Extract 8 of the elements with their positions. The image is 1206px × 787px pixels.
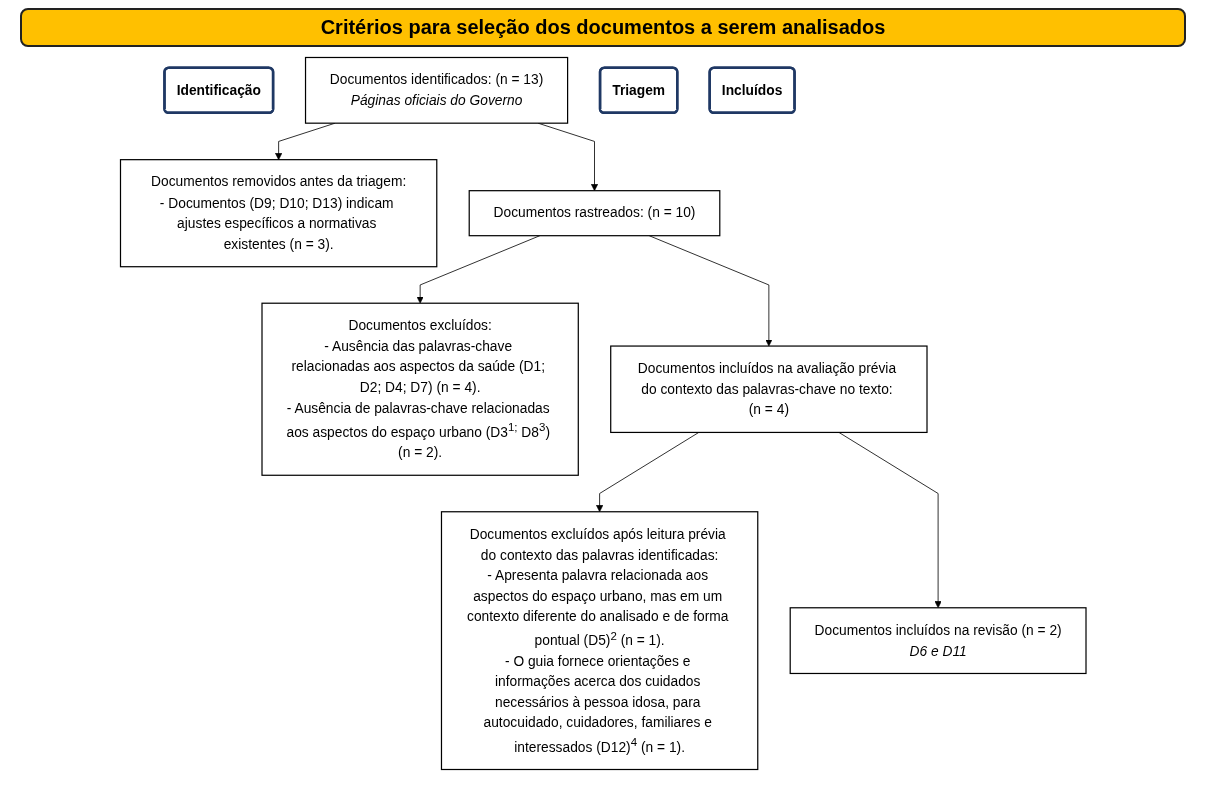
node-box: Documentos identificados: (n = 13) Páginas oficiais do Governo — [304, 56, 568, 124]
title-banner: Critérios para seleção dos documentos a serem analisados — [20, 8, 1186, 47]
node-box: Documentos incluídos na avaliação prévia do contexto das palavras-chave no texto: (n = 4) — [609, 345, 928, 434]
node-box: Documentos excluídos: - Ausência das palavras-chave relacionadas aos aspectos da saúde (D1; D2; D4; D7) (n = 4). - Ausência de palavras-chave relacionadas aos aspectos do espaço urbano (D3$^{1;}$ D8$^{3}$) (n = 2). — [261, 302, 579, 476]
node-box: Documentos rastreados: (n = 10) — [468, 190, 721, 237]
node-box: Documentos incluídos na revisão (n = 2) D6 e D11 — [789, 607, 1087, 675]
node-box: Documentos excluídos após leitura prévia do contexto das palavras identificadas: - Apresenta palavra relacionada aos aspectos do espaço urbano, mas em um contexto diferente do analisado e de forma pontual (D5)$^{2}$ (n = 1). - O guia fornece orientações e informações acerca dos cuidados necessários à pessoa idosa, para autocuidado, cuidadores, familiares e interessados (D12)$^{4}$ (n = 1). — [440, 511, 759, 771]
node-box: Documentos removidos antes da triagem: - Documentos (D9; D10; D13) indicam ajustes específicos a normativas existentes (n = 3). — [119, 159, 438, 268]
